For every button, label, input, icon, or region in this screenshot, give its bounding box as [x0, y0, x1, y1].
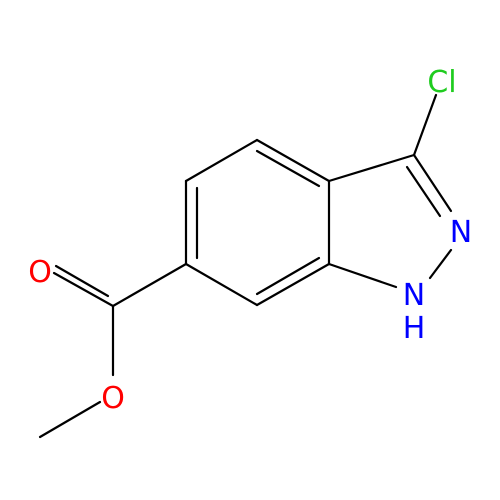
ester-group: [38, 262, 188, 439]
benzene-ring: [184, 138, 331, 307]
atom-nitrogen-amine: N: [403, 278, 425, 313]
atom-chlorine: Cl: [427, 65, 456, 100]
atom-oxygen-ester: O: [101, 381, 125, 416]
bond-c3-cl: [412, 93, 438, 157]
bond-inner-c4-c7a: [255, 256, 321, 296]
bond-n1-c7a: [327, 262, 398, 289]
bond-c3-n2-double: [405, 165, 442, 218]
pyrazole-ring: [327, 153, 453, 289]
bond-ester-o-methyl: [38, 400, 102, 439]
atom-hydrogen-amine: H: [403, 311, 426, 346]
bond-carbonyl-o: [52, 271, 115, 308]
bond-n2-n1: [428, 248, 453, 280]
atom-nitrogen-imine: N: [450, 215, 472, 250]
bond-ring-carbonyl: [111, 262, 188, 308]
bond-carbonyl-o-double: [54, 264, 110, 298]
bond-c3a-c3: [327, 153, 416, 183]
bond-c4-c7a: [255, 262, 331, 307]
atom-oxygen-carbonyl: O: [28, 255, 52, 290]
bond-inner-c3a-c1: [255, 149, 321, 188]
bond-c3-n2: [412, 153, 453, 213]
bond-c3a-c1: [255, 138, 331, 183]
bond-c1-c2: [184, 138, 259, 183]
bond-c3-c4: [184, 262, 259, 307]
